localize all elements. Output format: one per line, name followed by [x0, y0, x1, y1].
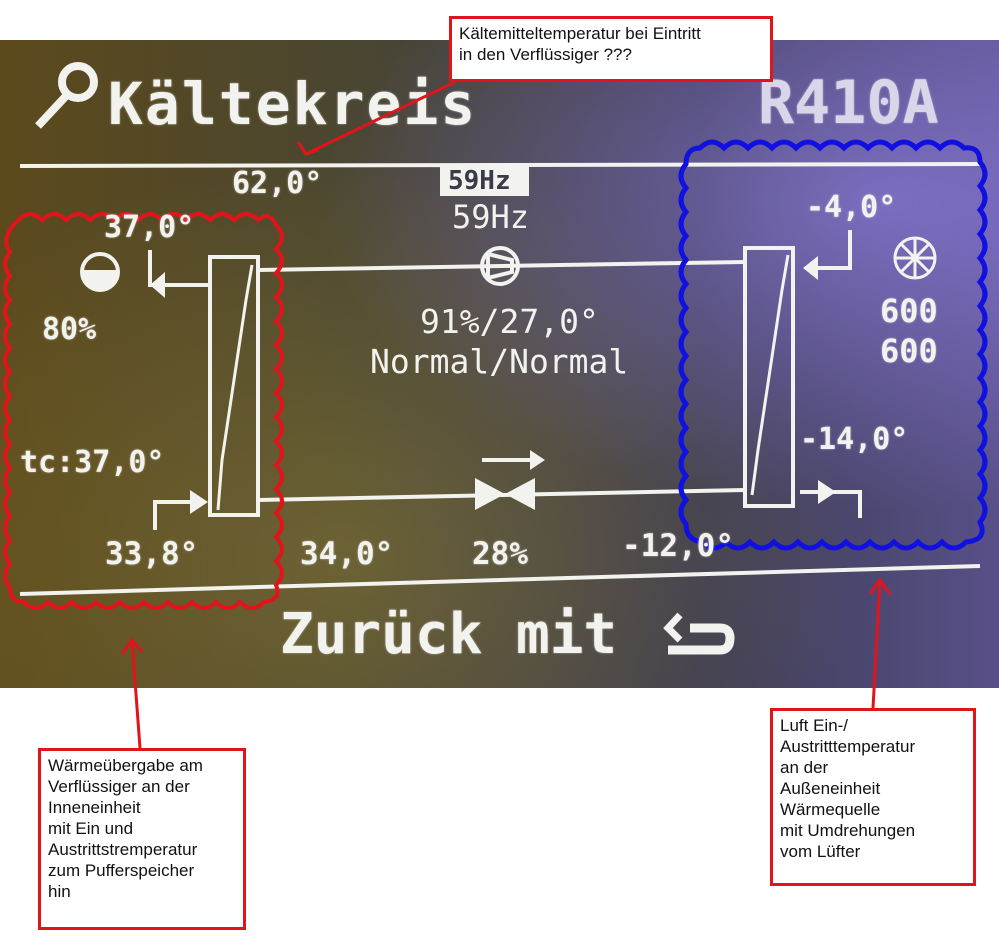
- callout-line: mit Umdrehungen: [780, 821, 916, 840]
- callout-line: Außeneinheit: [780, 779, 881, 798]
- expansion-valve-icon: [475, 450, 545, 510]
- callout-line: hin: [48, 882, 71, 901]
- condenser-body: [208, 255, 260, 517]
- inlet-arrowhead: [190, 490, 208, 514]
- callout-line: in den Verflüssiger ???: [459, 45, 632, 64]
- callout-line: an der: [780, 758, 829, 777]
- air-outlet-temp: -14,0°: [800, 422, 909, 457]
- callout-outdoor-unit: Luft Ein-/ Austritttemperatur an der Auß…: [770, 708, 976, 886]
- evaporator-annotation-outline: [678, 139, 988, 551]
- pump-percent: 80%: [42, 312, 97, 347]
- callout-line: Austritttemperatur: [780, 737, 916, 756]
- header-divider: [19, 162, 981, 168]
- compressor-frequency: 59Hz: [452, 198, 530, 236]
- callout-condenser: Wärmeübergabe am Verflüssiger an der Inn…: [38, 748, 246, 930]
- liquid-line-temp: 34,0°: [300, 536, 394, 572]
- lcd-screen: Kältekreis R410A 62,0° 59Hz 59Hz 37,0° 8…: [0, 40, 999, 688]
- operating-mode: Normal/Normal: [370, 342, 629, 381]
- refrigerant-label: R410A: [758, 68, 939, 138]
- condenser-annotation-outline: [3, 212, 284, 610]
- back-arrow-icon: [663, 612, 735, 655]
- evap-air-in-pipe: [805, 230, 852, 270]
- evaporator-inlet-temp: -12,0°: [622, 528, 734, 564]
- evaporator-body: [743, 246, 795, 508]
- condenser-inlet-refrigerant-temp: 62,0°: [232, 166, 323, 201]
- callout-line: vom Lüfter: [780, 842, 861, 861]
- condenser-outlet-temp: 37,0°: [104, 210, 195, 245]
- search-icon: [35, 62, 98, 129]
- callout-line: Kältemitteltemperatur bei Eintritt: [459, 24, 701, 43]
- callout-line: Inneneinheit: [48, 798, 141, 817]
- back-button-label[interactable]: Zurück mit: [280, 602, 618, 667]
- air-inlet-temp: -4,0°: [806, 190, 897, 225]
- outlet-arrowhead: [150, 272, 165, 298]
- condensing-temp: tc:37,0°: [20, 445, 165, 480]
- condenser-inlet-pipe: [153, 500, 200, 530]
- evaporator-coil: [750, 254, 790, 496]
- callout-line: Wärmequelle: [780, 800, 881, 819]
- air-out-arrowhead: [818, 480, 836, 504]
- air-in-arrowhead: [803, 256, 818, 280]
- fan-speed-2: 600: [880, 332, 938, 370]
- circuit-diagram: [3, 62, 988, 655]
- pump-icon: [80, 252, 120, 292]
- callout-line: Austrittstremperatur: [48, 840, 198, 859]
- callout-line: mit Ein und: [48, 819, 134, 838]
- callout-line: Luft Ein-/: [780, 716, 849, 735]
- expansion-valve-percent: 28%: [472, 536, 528, 572]
- callout-line: zum Pufferspeicher: [48, 861, 195, 880]
- footer-divider: [19, 564, 981, 596]
- frequency-box: 59Hz: [440, 166, 529, 196]
- compressor-load-temp: 91%/27,0°: [420, 302, 599, 341]
- fan-speed-1: 600: [880, 292, 938, 330]
- callout-refrigerant-temp: Kältemitteltemperatur bei Eintritt in de…: [449, 16, 773, 82]
- condenser-inlet-temp: 33,8°: [105, 536, 199, 572]
- callout-line: Wärmeübergabe am: [48, 756, 203, 775]
- screen-title: Kältekreis: [108, 70, 478, 138]
- callout-line: Verflüssiger an der: [48, 777, 190, 796]
- fan-icon: [893, 236, 937, 280]
- condenser-coil: [216, 264, 254, 511]
- suction-line: [257, 260, 746, 272]
- compressor-icon: [480, 246, 520, 286]
